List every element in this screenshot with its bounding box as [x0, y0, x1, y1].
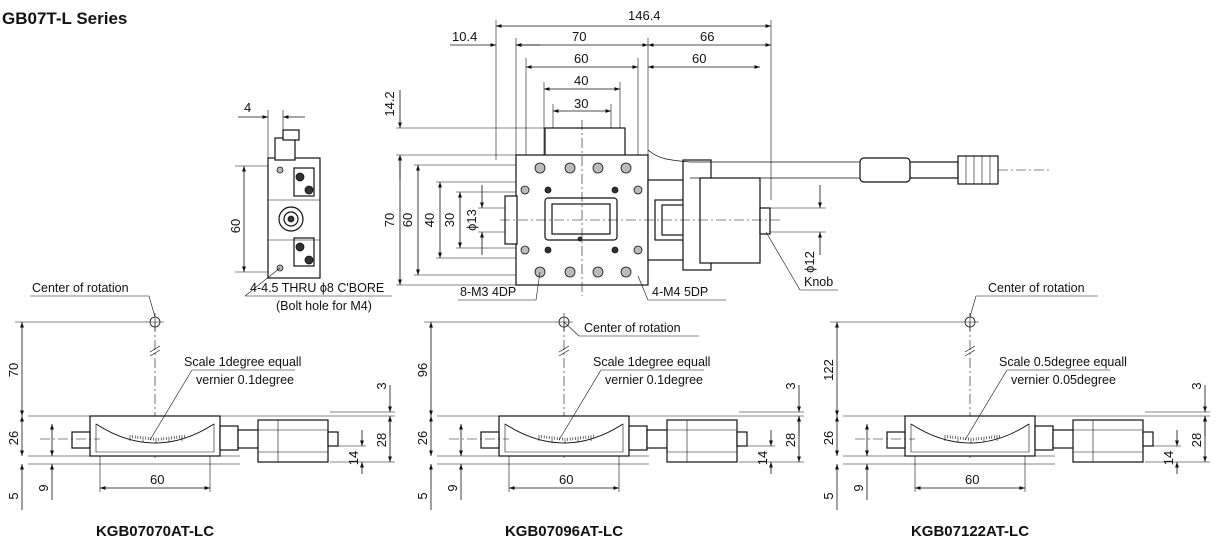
- dim-28: 28: [374, 433, 389, 447]
- side-view: 4 60 4-4.5 THRU ϕ8 C'BORE (Bolt hole for…: [228, 100, 392, 313]
- width-60-dim: 60: [965, 472, 979, 487]
- dim-phi13: ϕ13: [464, 209, 479, 231]
- side-dim-4: 4: [244, 100, 251, 115]
- base-height-dim: 5: [6, 492, 21, 499]
- dim-30: 30: [574, 96, 588, 111]
- model-name: KGB07096AT-LC: [505, 523, 623, 540]
- dim-146-4: 146.4: [628, 8, 661, 23]
- base-height-dim: 5: [415, 492, 430, 499]
- m3-label: 8-M3 4DP: [460, 285, 516, 299]
- front-view-2: Center of rotation 96 26 5 9 60 3 28 14 Scale 1de…: [415, 313, 804, 540]
- dim-10-4: 10.4: [452, 29, 477, 44]
- model-name: KGB07122AT-LC: [911, 523, 1029, 540]
- vernier-label: vernier 0.1degree: [196, 373, 294, 387]
- dim-14-2: 14.2: [382, 91, 397, 116]
- dim-phi12: ϕ12: [802, 251, 817, 273]
- center-of-rotation-label: Center of rotation: [584, 321, 681, 335]
- front-view-3: Center of rotation 122 26 5 9 60 3 28 14 Scale 0.…: [821, 281, 1210, 540]
- dim-3: 3: [783, 382, 798, 389]
- dim-60: 60: [574, 51, 588, 66]
- scale-label: Scale 0.5degree equall: [999, 355, 1127, 369]
- bolt-hole-note: (Bolt hole for M4): [276, 299, 372, 313]
- front-views: Center of rotation 70 26 5 9 60 3 28 14 Scale 1de…: [6, 281, 1210, 540]
- dim-3: 3: [1189, 382, 1204, 389]
- width-60-dim: 60: [559, 472, 573, 487]
- dim-3: 3: [374, 382, 389, 389]
- dim-9: 9: [851, 484, 866, 491]
- radius-dim: 96: [415, 363, 430, 377]
- radius-dim: 70: [6, 363, 21, 377]
- radius-dim: 122: [821, 359, 836, 381]
- dim-h60: 60: [400, 213, 415, 227]
- body-height-dim: 26: [6, 431, 21, 445]
- dim-14: 14: [1161, 451, 1176, 465]
- m4-label: 4-M4 5DP: [652, 285, 708, 299]
- dim-14: 14: [346, 451, 361, 465]
- dim-h30: 30: [442, 213, 457, 227]
- dim-14: 14: [755, 451, 770, 465]
- body-height-dim: 26: [821, 431, 836, 445]
- dim-28: 28: [783, 433, 798, 447]
- center-of-rotation-label: Center of rotation: [32, 281, 129, 295]
- front-view-1: Center of rotation 70 26 5 9 60 3 28 14 Scale 1de…: [6, 281, 395, 540]
- vernier-label: vernier 0.1degree: [605, 373, 703, 387]
- center-of-rotation-label: Center of rotation: [988, 281, 1085, 295]
- vernier-label: vernier 0.05degree: [1011, 373, 1116, 387]
- dim-70: 70: [572, 29, 586, 44]
- top-view: 146.4 10.4 70 66 60 60 40 30 14.2 70 60: [382, 8, 1052, 301]
- body-height-dim: 26: [415, 431, 430, 445]
- side-dim-60: 60: [228, 219, 243, 233]
- scale-label: Scale 1degree equall: [593, 355, 710, 369]
- dim-motor-60: 60: [692, 51, 706, 66]
- width-60-dim: 60: [150, 472, 164, 487]
- dim-9: 9: [36, 484, 51, 491]
- series-title: GB07T-L Series: [2, 9, 127, 28]
- model-name: KGB07070AT-LC: [96, 523, 214, 540]
- bolt-hole-label: 4-4.5 THRU ϕ8 C'BORE: [250, 281, 384, 295]
- base-height-dim: 5: [821, 492, 836, 499]
- dim-28: 28: [1189, 433, 1204, 447]
- dim-40: 40: [574, 73, 588, 88]
- dim-h70: 70: [382, 213, 397, 227]
- dim-66: 66: [700, 29, 714, 44]
- dim-h40: 40: [422, 213, 437, 227]
- dim-9: 9: [445, 484, 460, 491]
- scale-label: Scale 1degree equall: [184, 355, 301, 369]
- knob-label: Knob: [804, 275, 833, 289]
